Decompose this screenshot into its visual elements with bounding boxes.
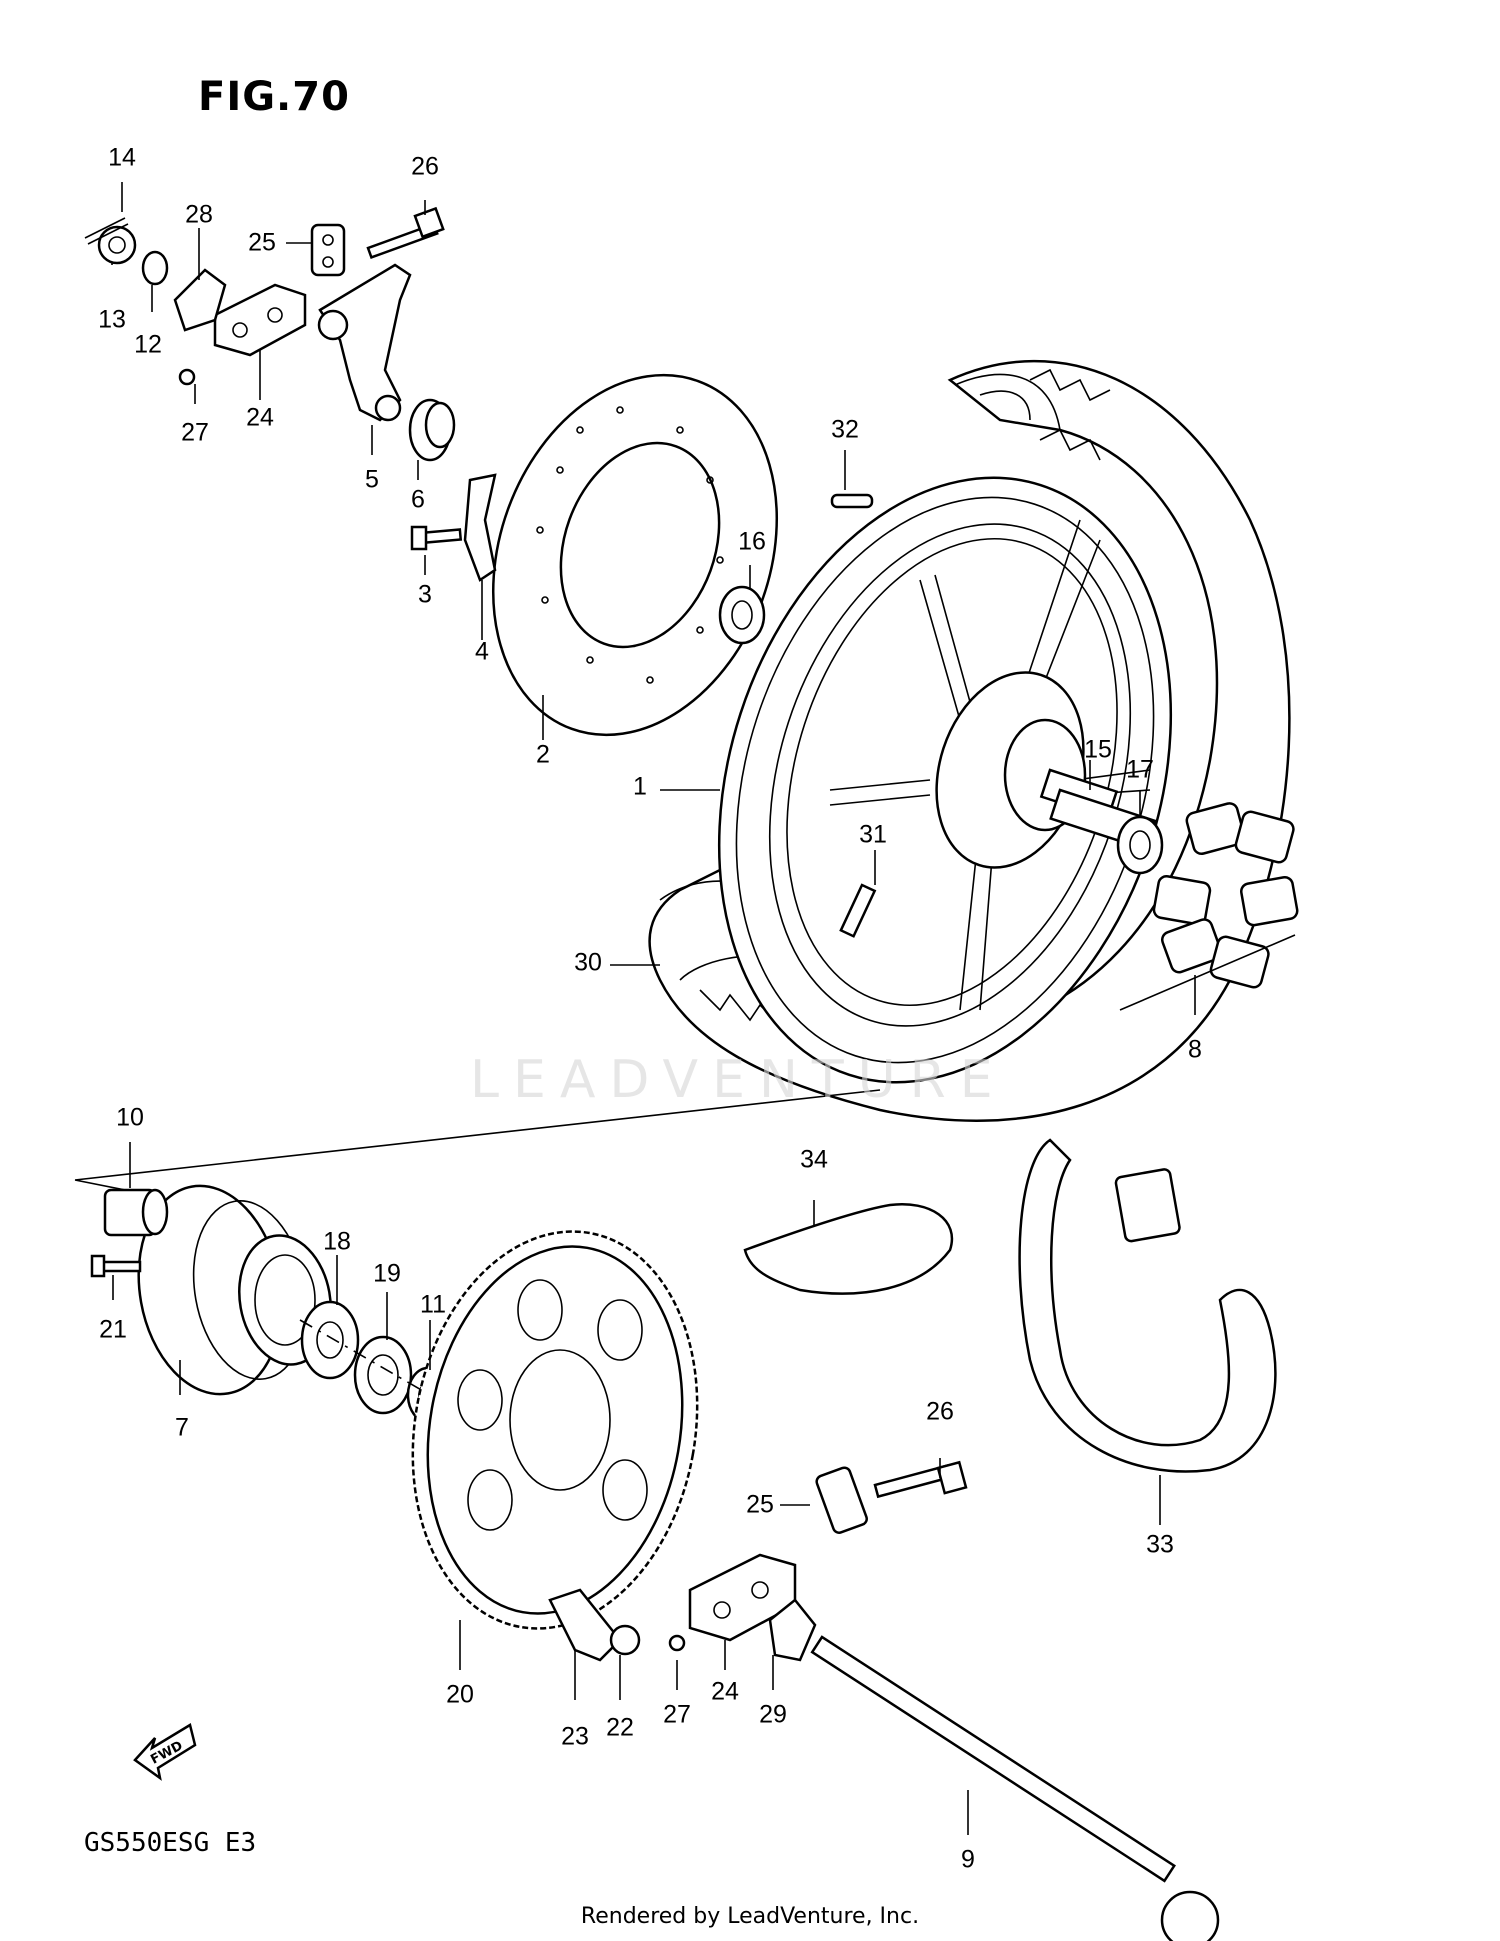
plate-25-bottom [815, 1466, 868, 1534]
sprocket-20 [411, 1230, 699, 1630]
callout-2: 2 [536, 740, 550, 769]
cotter-pin-14 [84, 217, 129, 245]
callout-4: 4 [475, 637, 489, 666]
lock-washer-23 [548, 1588, 622, 1662]
brake-disc [491, 373, 779, 737]
callout-29: 29 [759, 1700, 787, 1729]
washer-28 [173, 268, 227, 332]
model-code: GS550ESG E3 [84, 1828, 257, 1858]
nut-27-bottom [668, 1634, 686, 1652]
axle-9 [810, 1635, 1220, 1941]
callout-3: 3 [418, 580, 432, 609]
callout-22: 22 [606, 1713, 634, 1742]
callout-27-bottom: 27 [663, 1700, 691, 1729]
rear-wheel [717, 476, 1173, 1084]
callout-16: 16 [738, 527, 766, 556]
callout-21: 21 [99, 1315, 127, 1344]
nut-27-top [178, 368, 196, 386]
callout-30: 30 [574, 948, 602, 977]
callout-34: 34 [800, 1145, 828, 1174]
bolt-26-top [366, 206, 445, 259]
nut-22 [609, 1624, 641, 1656]
callout-26-bottom: 26 [926, 1397, 954, 1426]
washer-29 [768, 1598, 817, 1662]
callout-13: 13 [98, 305, 126, 334]
footer-credit: Rendered by LeadVenture, Inc. [580, 1904, 920, 1929]
cushions-8 [1152, 802, 1299, 989]
figure-title: FIG.70 [198, 74, 350, 120]
bearing-16 [718, 585, 766, 645]
callout-1: 1 [633, 772, 647, 801]
leader-lines [111, 182, 1196, 1835]
callout-27-top: 27 [181, 418, 209, 447]
callout-9: 9 [961, 1845, 975, 1874]
bearing-18 [300, 1300, 360, 1380]
callout-24-top: 24 [246, 403, 274, 432]
callout-20: 20 [446, 1680, 474, 1709]
callout-18: 18 [323, 1227, 351, 1256]
collar-6 [408, 398, 456, 462]
stopper-24-top [213, 283, 307, 357]
bolt-26-bottom [873, 1460, 968, 1499]
callout-17: 17 [1126, 755, 1154, 784]
callout-6: 6 [411, 485, 425, 514]
callout-25-bottom: 25 [746, 1490, 774, 1519]
callout-31: 31 [859, 820, 887, 849]
nut-13 [97, 225, 137, 265]
callout-33: 33 [1146, 1530, 1174, 1559]
callout-26-top: 26 [411, 152, 439, 181]
callout-23: 23 [561, 1722, 589, 1751]
callout-5: 5 [365, 465, 379, 494]
caliper-bracket [317, 263, 412, 422]
spacer-10 [103, 1188, 169, 1237]
callout-32: 32 [831, 415, 859, 444]
callout-11: 11 [420, 1290, 446, 1319]
callout-12: 12 [134, 330, 162, 359]
bolt-21 [90, 1254, 142, 1278]
callout-28: 28 [185, 200, 213, 229]
watermark: LEADVENTURE [470, 1050, 1007, 1110]
chain-33 [1018, 1138, 1277, 1473]
pad-34 [743, 1202, 954, 1295]
callout-15: 15 [1084, 735, 1112, 764]
callout-8: 8 [1188, 1035, 1202, 1064]
valve-31 [839, 883, 877, 938]
callout-14: 14 [108, 143, 136, 172]
callout-10: 10 [116, 1103, 144, 1132]
washer-12 [141, 250, 169, 286]
fwd-arrow-icon: FWD [133, 1723, 197, 1781]
bearing-17 [1116, 815, 1164, 875]
valve-32 [830, 493, 874, 509]
callout-19: 19 [373, 1259, 401, 1288]
callout-25-top: 25 [248, 228, 276, 257]
bolt-3 [410, 525, 463, 551]
chain-joint [1114, 1168, 1181, 1243]
lock-washer-4 [463, 473, 497, 582]
callout-7: 7 [175, 1413, 189, 1442]
callout-24-bottom: 24 [711, 1677, 739, 1706]
oil-seal-19 [353, 1335, 413, 1415]
plate-25-top [310, 223, 346, 277]
